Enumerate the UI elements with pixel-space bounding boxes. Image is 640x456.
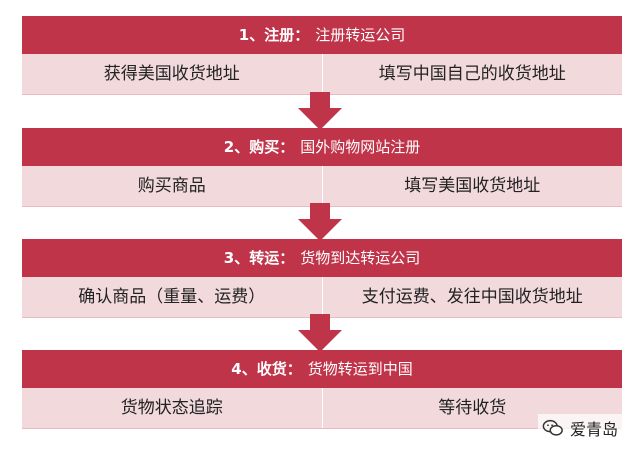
step-3-left-cell: 确认商品（重量、运费） <box>22 277 323 317</box>
down-arrow-1-icon <box>298 92 342 130</box>
step-1-left-cell: 获得美国收货地址 <box>22 54 323 94</box>
step-2-right-cell: 填写美国收货地址 <box>404 176 541 196</box>
step-4-row: 货物状态追踪 等待收货 <box>22 388 622 429</box>
step-3-desc: 货物到达转运公司 <box>300 249 421 267</box>
step-1-desc: 注册转运公司 <box>315 26 406 44</box>
step-4-label: 4、收货： <box>231 360 302 378</box>
step-3-right-cell: 支付运费、发往中国收货地址 <box>361 287 583 307</box>
step-1-row: 获得美国收货地址 填写中国自己的收货地址 <box>22 54 622 95</box>
step-2-label: 2、购买： <box>223 138 295 156</box>
down-arrow-3-icon <box>298 314 342 352</box>
step-3-header: 3、转运： 货物到达转运公司 <box>22 239 622 278</box>
step-2-row: 购买商品 填写美国收货地址 <box>22 166 622 207</box>
step-3-row: 确认商品（重量、运费） 支付运费、发往中国收货地址 <box>22 277 622 318</box>
watermark: 爱青岛 <box>537 414 622 442</box>
step-4-header: 4、收货： 货物转运到中国 <box>22 350 622 389</box>
step-3-label: 3、转运： <box>223 249 295 267</box>
step-4-right-cell: 等待收货 <box>438 398 507 418</box>
watermark-text: 爱青岛 <box>569 420 618 439</box>
step-1-right-cell: 填写中国自己的收货地址 <box>378 64 566 84</box>
step-2-header: 2、购买： 国外购物网站注册 <box>22 128 622 167</box>
step-1-label: 1、注册： <box>238 26 310 44</box>
step-4-desc: 货物转运到中国 <box>307 360 413 378</box>
step-2-desc: 国外购物网站注册 <box>300 138 421 156</box>
step-4-left-cell: 货物状态追踪 <box>22 388 323 428</box>
step-2-left-cell: 购买商品 <box>22 166 323 206</box>
down-arrow-2-icon <box>298 203 342 241</box>
step-1-header: 1、注册： 注册转运公司 <box>22 16 622 55</box>
wechat-icon <box>542 419 563 436</box>
